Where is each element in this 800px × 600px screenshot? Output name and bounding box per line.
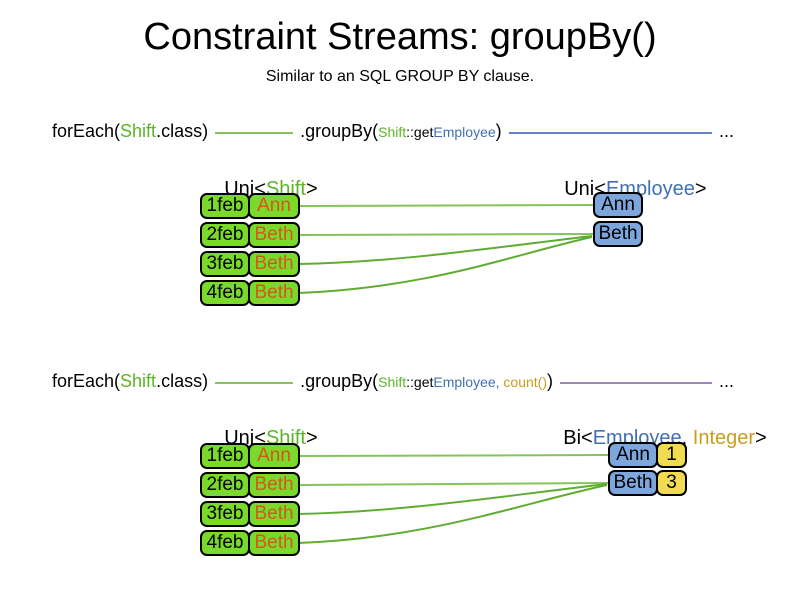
shift-employee-cell: Beth [248, 251, 300, 277]
foreach-open: forEach( [52, 371, 121, 391]
shift-date-cell: 4feb [200, 530, 250, 556]
label-suffix: > [694, 178, 707, 200]
link-s1-row4-to-beth [297, 236, 593, 294]
shift-employee-cell: Beth [248, 501, 300, 527]
link-s1-row2-to-beth [297, 233, 594, 236]
stream-segment-green [215, 132, 294, 134]
employee-result-box: Beth [593, 221, 643, 247]
employee-result-box: Beth [608, 470, 658, 496]
link-s1-row3-to-beth [297, 235, 593, 265]
shift-date-cell: 4feb [200, 280, 250, 306]
label-suffix: > [755, 427, 767, 449]
code-line-2: forEach( Shift .class) .groupBy( Shift :… [52, 371, 734, 395]
link-s2-row4-to-beth [297, 484, 608, 544]
bi-result-row: Beth 3 [608, 470, 688, 496]
stream-segment-blue [508, 132, 712, 134]
foreach-close: .class) [156, 371, 209, 391]
groupby-arg-prop: Employee [433, 124, 496, 140]
groupby-arg-prop: Employee, [433, 374, 500, 390]
shift-date-cell: 3feb [200, 501, 250, 527]
groupby-arg-collector: count() [499, 374, 548, 390]
groupby-close: ) [495, 121, 502, 141]
stream-segment-purple [560, 382, 712, 384]
foreach-type: Shift [120, 371, 157, 391]
shift-employee-cell: Beth [248, 530, 300, 556]
employee-result-box: Ann [608, 442, 658, 468]
subtitle: Similar to an SQL GROUP BY clause. [265, 68, 535, 85]
link-s2-row2-to-beth [297, 482, 609, 486]
groupby-arg-type: Shift [378, 124, 407, 140]
employee-result-box: Ann [593, 192, 643, 218]
stream-segment-green [215, 382, 294, 384]
shift-date-cell: 1feb [200, 443, 250, 469]
shift-employee-cell: Ann [248, 443, 300, 469]
shift-date-cell: 2feb [200, 472, 250, 498]
shift-employee-cell: Ann [248, 193, 300, 219]
label-prefix: Bi< [563, 427, 593, 449]
shift-employee-cell: Beth [248, 472, 300, 498]
shift-employee-cell: Beth [248, 280, 300, 306]
foreach-open: forEach( [52, 121, 121, 141]
foreach-type: Shift [120, 121, 157, 141]
groupby-open: .groupBy( [300, 371, 379, 391]
shift-date-cell: 2feb [200, 222, 250, 248]
label-suffix: > [305, 427, 318, 449]
groupby-close: ) [547, 371, 554, 391]
shift-date-cell: 1feb [200, 193, 250, 219]
groupby-arg-accessor: ::get [406, 374, 434, 390]
bi-result-row: Ann 1 [608, 442, 688, 468]
label-type-2: Integer [692, 427, 756, 449]
code-line-1: forEach( Shift .class) .groupBy( Shift :… [52, 121, 734, 145]
ellipsis: ... [718, 371, 734, 391]
groupby-open: .groupBy( [300, 121, 379, 141]
label-suffix: > [305, 178, 318, 200]
count-result-box: 3 [656, 470, 687, 496]
label-separator: , [681, 427, 693, 449]
link-s2-row3-to-beth [297, 483, 608, 515]
shift-employee-cell: Beth [248, 222, 300, 248]
ellipsis: ... [718, 121, 734, 141]
shift-date-cell: 3feb [200, 251, 250, 277]
groupby-arg-type: Shift [378, 374, 407, 390]
page-title: Constraint Streams: groupBy() [143, 16, 657, 58]
foreach-close: .class) [156, 121, 209, 141]
count-result-box: 1 [656, 442, 687, 468]
groupby-arg-accessor: ::get [406, 124, 434, 140]
